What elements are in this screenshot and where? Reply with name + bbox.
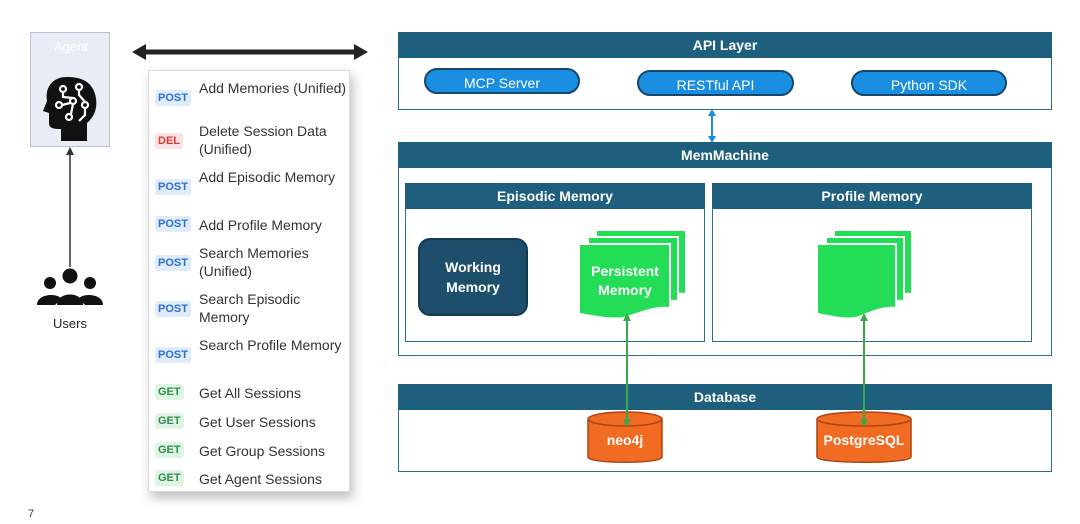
method-badge: POST	[155, 255, 191, 271]
endpoint-label: Search Profile Memory	[199, 337, 342, 353]
endpoints-panel: POST Add Memories (Unified) DEL Delete S…	[148, 70, 350, 492]
endpoint-label: Search Episodic Memory	[199, 291, 301, 325]
endpoint-label: Add Profile Memory	[199, 217, 322, 233]
episodic-memory-title: Episodic Memory	[405, 183, 705, 209]
persistent-memory-docs	[578, 229, 687, 320]
method-badge: GET	[155, 442, 184, 458]
method-badge: POST	[155, 216, 191, 232]
persistent-memory-label: Persistent Memory	[591, 263, 659, 298]
database-title: Database	[398, 384, 1052, 410]
method-badge: POST	[155, 179, 191, 195]
profile-postgres-arrow	[860, 313, 868, 427]
endpoint-label: Add Memories (Unified)	[199, 80, 347, 96]
endpoint-label: Get Group Sessions	[199, 443, 326, 459]
method-badge: GET	[155, 413, 184, 429]
users-to-agent-arrow	[66, 147, 74, 267]
users-label: Users	[53, 316, 87, 331]
method-badge: DEL	[155, 133, 183, 149]
endpoint-label: Get Agent Sessions	[199, 471, 322, 487]
ai-head-icon	[43, 77, 97, 141]
double-arrow	[132, 44, 368, 60]
users-icon	[37, 268, 103, 305]
profile-memory-title: Profile Memory	[712, 183, 1032, 209]
working-memory-block: Working Memory	[418, 238, 528, 316]
profile-memory-docs	[816, 229, 913, 320]
method-badge: POST	[155, 301, 191, 317]
python-sdk-pill: Python SDK	[851, 70, 1007, 96]
mcp-server-pill: MCP Server	[424, 68, 580, 94]
endpoint-label: Get All Sessions	[199, 385, 301, 401]
neo4j-label: neo4j	[606, 432, 644, 448]
restful-api-pill: RESTful API	[637, 70, 794, 96]
memmachine-title: MemMachine	[398, 142, 1052, 168]
page-number: 7	[28, 508, 35, 520]
endpoint-label: Add Episodic Memory	[199, 169, 336, 185]
method-badge: GET	[155, 470, 184, 486]
method-badge: GET	[155, 384, 184, 400]
api-layer-title: API Layer	[398, 32, 1052, 58]
endpoint-label: Search Memories (Unified)	[199, 245, 309, 279]
method-badge: POST	[155, 347, 191, 363]
api-memmachine-arrow	[708, 109, 716, 143]
endpoint-label: Delete Session Data (Unified)	[199, 123, 327, 157]
postgresql-label: PostgreSQL	[823, 432, 905, 448]
agent-label: Agent	[54, 39, 88, 54]
endpoint-label: Get User Sessions	[199, 414, 316, 430]
agent-box: Agent	[30, 32, 110, 147]
persistent-neo4j-arrow	[623, 313, 631, 427]
method-badge: POST	[155, 90, 191, 106]
